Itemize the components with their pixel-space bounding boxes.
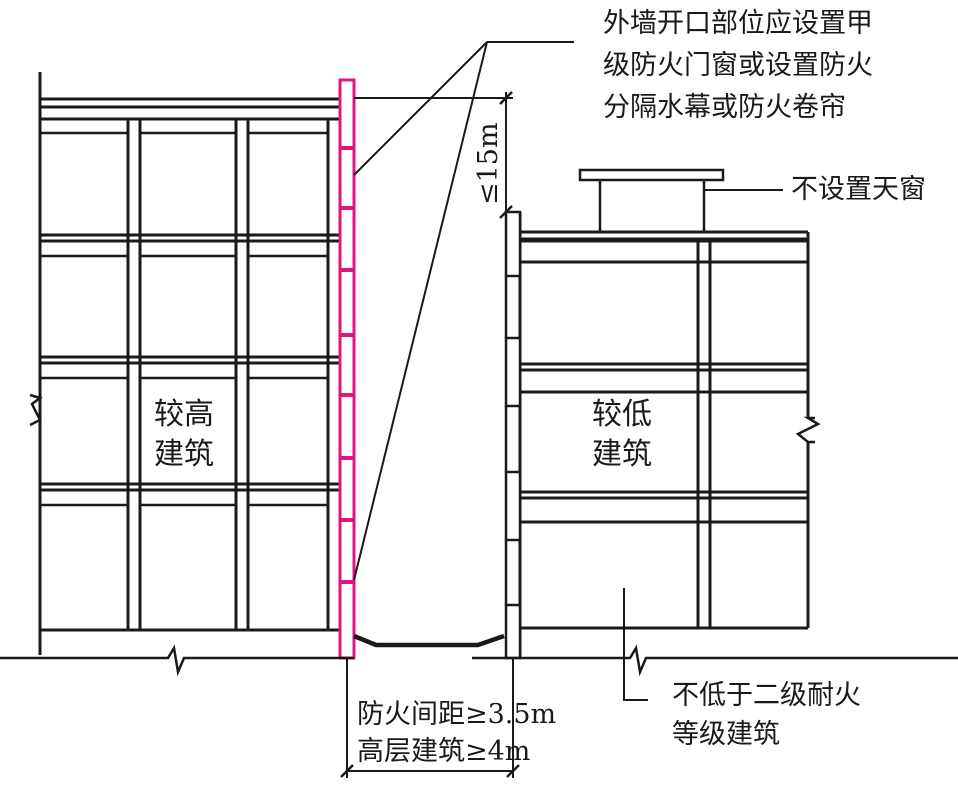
ground-line [0, 633, 958, 677]
fire-wall [338, 78, 356, 660]
fire-opening-line3: 分隔水幕或防火卷帘 [603, 92, 846, 123]
height-limit-label: ≤15m [473, 122, 504, 205]
fire-opening-line2: 级防火门窗或设置防火 [603, 50, 873, 81]
spacing-label-line2: 高层建筑≥4m [357, 736, 530, 767]
taller-building [29, 72, 340, 655]
no-skylight-label: 不设置天窗 [791, 174, 926, 205]
spacing-dimension [340, 658, 520, 778]
fire-opening-line1: 外墙开口部位应设置甲 [603, 8, 873, 39]
fire-opening-callout: 外墙开口部位应设置甲 级防火门窗或设置防火 分隔水幕或防火卷帘 [603, 8, 873, 123]
lower-building-line2: 建筑 [592, 437, 652, 472]
leader-lines [353, 41, 783, 701]
fire-rating-callout: 不低于二级耐火 等级建筑 [672, 680, 861, 750]
fire-rating-line2: 等级建筑 [672, 719, 780, 750]
taller-building-label: 较高 建筑 [154, 397, 214, 472]
taller-building-line1: 较高 [154, 397, 214, 432]
height-dimension [354, 91, 513, 219]
spacing-label-line1: 防火间距≥3.5m [357, 699, 556, 730]
fire-rating-line1: 不低于二级耐火 [672, 680, 861, 711]
taller-building-line2: 建筑 [154, 437, 214, 472]
lower-building-line1: 较低 [592, 397, 652, 432]
lower-building-label: 较低 建筑 [592, 397, 652, 472]
lower-building [504, 168, 821, 660]
